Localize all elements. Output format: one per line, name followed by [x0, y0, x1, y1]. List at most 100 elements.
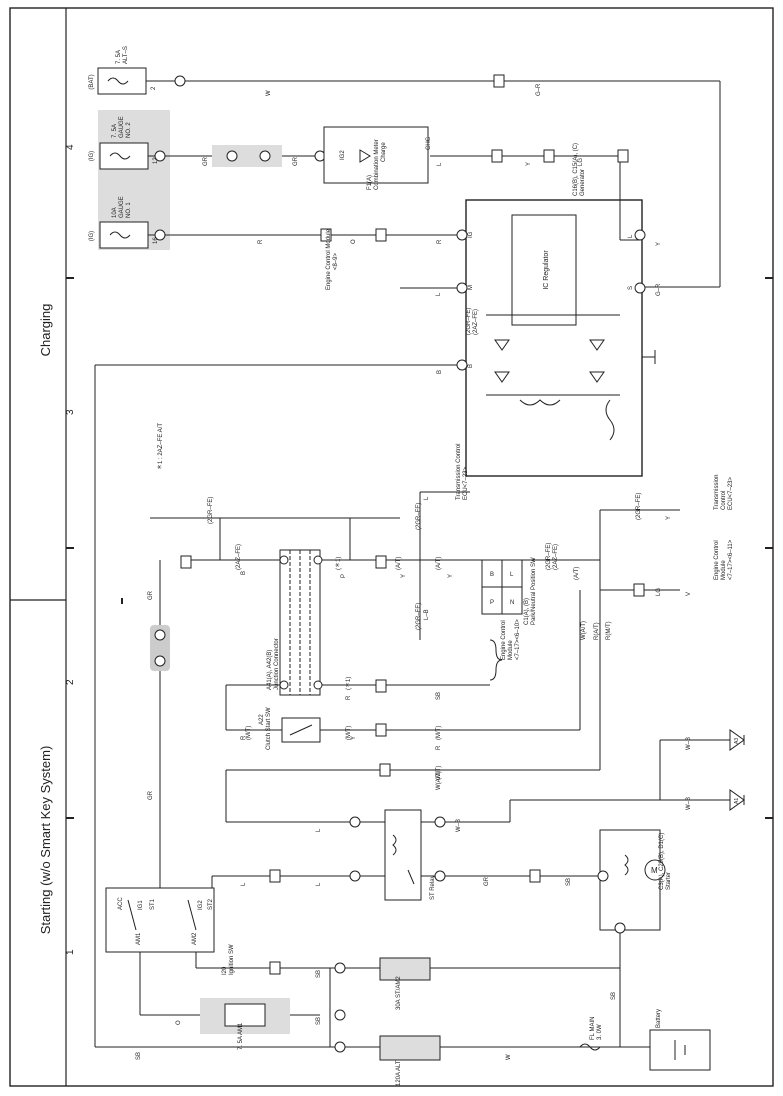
svg-text:C16(B), C15(A), (C): C16(B), C15(A), (C): [573, 143, 579, 196]
svg-text:B: B: [437, 370, 443, 374]
svg-text:GR: GR: [203, 156, 209, 166]
svg-text:C3(A), C29(B), D1(C): C3(A), C29(B), D1(C): [659, 833, 665, 890]
svg-text:NO. 2: NO. 2: [126, 122, 132, 138]
svg-text:R(A/T): R(A/T): [594, 622, 600, 640]
svg-text:(M/T): (M/T): [436, 726, 442, 740]
svg-text:IG2: IG2: [198, 900, 204, 910]
fuse-am1: 7. 5A AM1: [200, 998, 290, 1050]
ground-symbols: A3 A1: [729, 729, 745, 811]
svg-text:W(A/T): W(A/T): [581, 621, 587, 640]
svg-text:3. 0W: 3. 0W: [597, 1024, 603, 1040]
svg-text:(IG): (IG): [89, 231, 95, 241]
svg-text:(2GR–FE): (2GR–FE): [416, 603, 422, 630]
svg-text:(＊1): (＊1): [335, 557, 342, 570]
svg-text:Module: Module: [721, 560, 727, 580]
svg-text:A22: A22: [259, 714, 265, 725]
svg-text:Control: Control: [721, 491, 727, 510]
svg-text:(2AZ–FE): (2AZ–FE): [473, 309, 479, 335]
svg-text:Combination Meter: Combination Meter: [374, 139, 380, 190]
svg-text:F1(A): F1(A): [367, 175, 373, 190]
svg-text:(M/T): (M/T): [346, 726, 352, 740]
svg-text:M: M: [468, 285, 474, 290]
grid-2: 2: [65, 679, 76, 685]
svg-text:(A/T): (A/T): [396, 557, 402, 570]
svg-text:W–B: W–B: [686, 797, 692, 810]
svg-text:GR: GR: [148, 790, 154, 800]
svg-text:NO. 1: NO. 1: [126, 202, 132, 218]
svg-text:<8–9>: <8–9>: [333, 252, 339, 270]
svg-text:10A: 10A: [112, 207, 118, 218]
svg-text:SB: SB: [316, 1017, 322, 1025]
svg-text:ACC: ACC: [118, 897, 124, 910]
fuse-alt-s: (BAT) 7. 5A ALT–S 2: [89, 46, 157, 95]
svg-text:L: L: [241, 882, 247, 886]
svg-text:L: L: [316, 882, 322, 886]
svg-text:(2GR–FE): (2GR–FE): [416, 503, 422, 530]
svg-text:IG1: IG1: [138, 900, 144, 910]
svg-text:7. 5A: 7. 5A: [116, 50, 122, 64]
svg-text:SB: SB: [611, 992, 617, 1000]
svg-text:IG2: IG2: [340, 150, 346, 160]
svg-text:Generator: Generator: [580, 169, 586, 196]
svg-text:W–B: W–B: [686, 737, 692, 750]
svg-text:LG: LG: [656, 588, 662, 596]
svg-text:Clutch Start SW: Clutch Start SW: [266, 707, 272, 750]
starting-title: Starting (w/o Smart Key System): [38, 746, 53, 935]
svg-text:Y: Y: [351, 736, 357, 740]
svg-text:Y: Y: [666, 516, 672, 520]
svg-text:Y: Y: [656, 242, 662, 246]
svg-text:B: B: [490, 572, 494, 578]
svg-text:O: O: [351, 239, 357, 244]
note-text: ＊1 : 2AZ–FE A/T: [157, 423, 164, 470]
svg-text:A1: A1: [734, 798, 740, 804]
svg-text:120A ALT: 120A ALT: [396, 1060, 402, 1086]
svg-text:GR: GR: [148, 590, 154, 600]
svg-text:Y: Y: [401, 574, 407, 578]
svg-text:L: L: [437, 162, 443, 166]
svg-text:GAUGE: GAUGE: [119, 196, 125, 218]
svg-text:Transmission Control: Transmission Control: [456, 444, 462, 500]
svg-text:Engine Control Module: Engine Control Module: [326, 228, 332, 290]
svg-text:SB: SB: [436, 692, 442, 700]
wire-w-top: W: [266, 90, 272, 96]
svg-text:B: B: [468, 364, 474, 368]
svg-text:L: L: [316, 828, 322, 832]
svg-text:R: R: [436, 745, 442, 750]
svg-text:GAUGE: GAUGE: [119, 116, 125, 138]
svg-text:R: R: [241, 735, 247, 740]
svg-text:A3: A3: [734, 738, 740, 744]
fuse-fl-main: FL MAIN 3. 0W: [579, 1017, 603, 1051]
svg-text:G–R: G–R: [656, 283, 662, 296]
svg-text:12: 12: [153, 157, 159, 164]
fuse-st-am2: 30A ST/AM2: [379, 957, 431, 1010]
svg-text:LG: LG: [578, 158, 584, 166]
svg-text:R: R: [346, 695, 352, 700]
svg-text:GR: GR: [293, 156, 299, 166]
svg-text:W: W: [506, 1054, 512, 1060]
svg-text:Y: Y: [526, 162, 532, 166]
svg-text:SB: SB: [136, 1052, 142, 1060]
park-neutral-sw: B L P N Park/Neutral Position SW C1(A), …: [481, 557, 537, 625]
svg-text:Park/Neutral Position SW: Park/Neutral Position SW: [531, 557, 537, 625]
svg-text:R: R: [258, 239, 264, 244]
svg-text:S: S: [628, 286, 634, 290]
svg-text:Junction Connector: Junction Connector: [274, 638, 280, 690]
svg-text:I20: I20: [222, 966, 228, 975]
svg-text:Ignition SW: Ignition SW: [229, 944, 235, 975]
grid-1: 1: [65, 949, 76, 955]
svg-text:30A ST/AM2: 30A ST/AM2: [396, 976, 402, 1010]
svg-text:L: L: [436, 292, 442, 296]
svg-text:IG: IG: [468, 231, 474, 238]
svg-text:(2GR–FE): (2GR–FE): [546, 543, 552, 570]
svg-text:(2AZ–FE): (2AZ–FE): [236, 544, 242, 570]
svg-text:(IG): (IG): [89, 151, 95, 161]
combination-meter: IG2 CHG– Charge Combination Meter F1(A): [323, 126, 432, 190]
svg-text:SB: SB: [566, 878, 572, 886]
svg-text:(2GR–FE): (2GR–FE): [208, 497, 214, 524]
svg-text:7. 5A: 7. 5A: [112, 124, 118, 138]
svg-text:C1(A), (B): C1(A), (B): [524, 598, 530, 625]
svg-text:(2GR–FE): (2GR–FE): [466, 308, 472, 335]
svg-text:ALT–S: ALT–S: [123, 46, 129, 64]
svg-text:Starter: Starter: [666, 872, 672, 890]
